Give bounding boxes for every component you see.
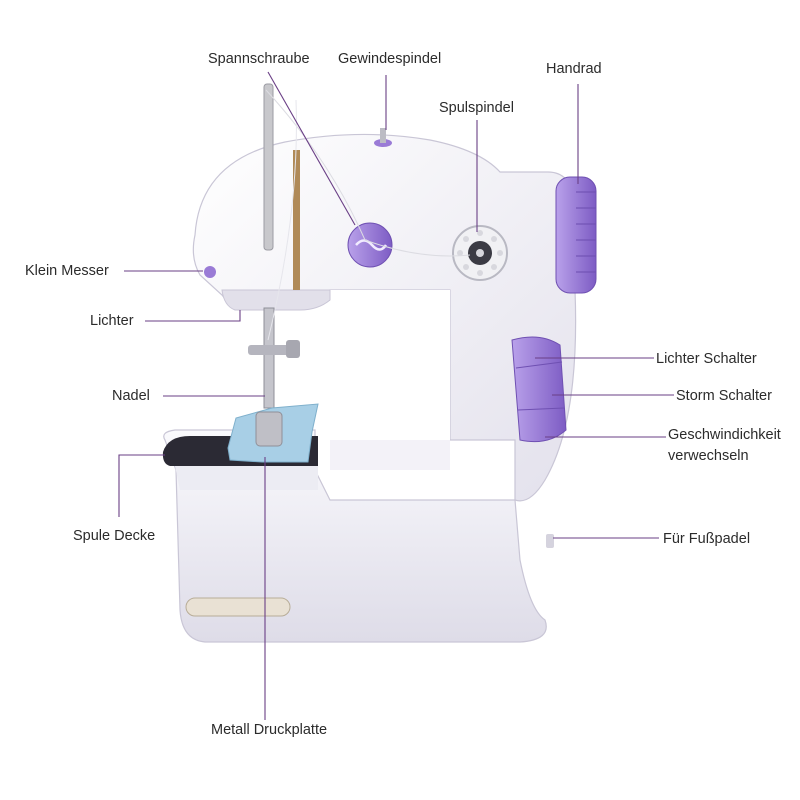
label-lichter-schalter: Lichter Schalter xyxy=(656,351,757,367)
label-storm-schalter: Storm Schalter xyxy=(676,388,772,404)
label-spulspindel: Spulspindel xyxy=(439,100,514,116)
leader-lichter xyxy=(145,310,241,322)
label-metall-druckplatte: Metall Druckplatte xyxy=(211,722,328,738)
label-geschwindichkeit-line2: verwechseln xyxy=(668,448,749,465)
switch-panel xyxy=(511,336,567,443)
arm-opening xyxy=(330,290,450,440)
needle-head-cap xyxy=(221,289,331,311)
label-geschwindichkeit: Geschwindichkeit verwechseln xyxy=(668,426,798,465)
thread-rod xyxy=(293,150,300,290)
leader-lines xyxy=(118,71,674,720)
label-spule-decke: Spule Decke xyxy=(73,528,156,544)
leader-spule-decke xyxy=(118,454,165,517)
label-fur-fusspadel: Für Fußpadel xyxy=(663,531,751,547)
handwheel xyxy=(555,176,597,294)
label-geschwindichkeit-line1: Geschwindichkeit xyxy=(668,427,781,443)
leader-spannschraube xyxy=(267,71,356,226)
small-knife xyxy=(204,266,216,278)
thread-spool-pin xyxy=(263,83,274,251)
needle-bar xyxy=(263,307,275,409)
pedal-port xyxy=(546,534,554,548)
label-spannschraube: Spannschraube xyxy=(208,51,310,67)
label-handrad: Handrad xyxy=(546,61,602,77)
label-klein-messer: Klein Messer xyxy=(25,263,109,279)
label-nadel: Nadel xyxy=(112,388,150,404)
base-top-surface xyxy=(175,466,318,490)
label-lichter: Lichter xyxy=(90,313,134,329)
tension-knob xyxy=(347,222,393,268)
base-slot xyxy=(185,597,291,617)
label-gewindespindel: Gewindespindel xyxy=(338,51,442,67)
